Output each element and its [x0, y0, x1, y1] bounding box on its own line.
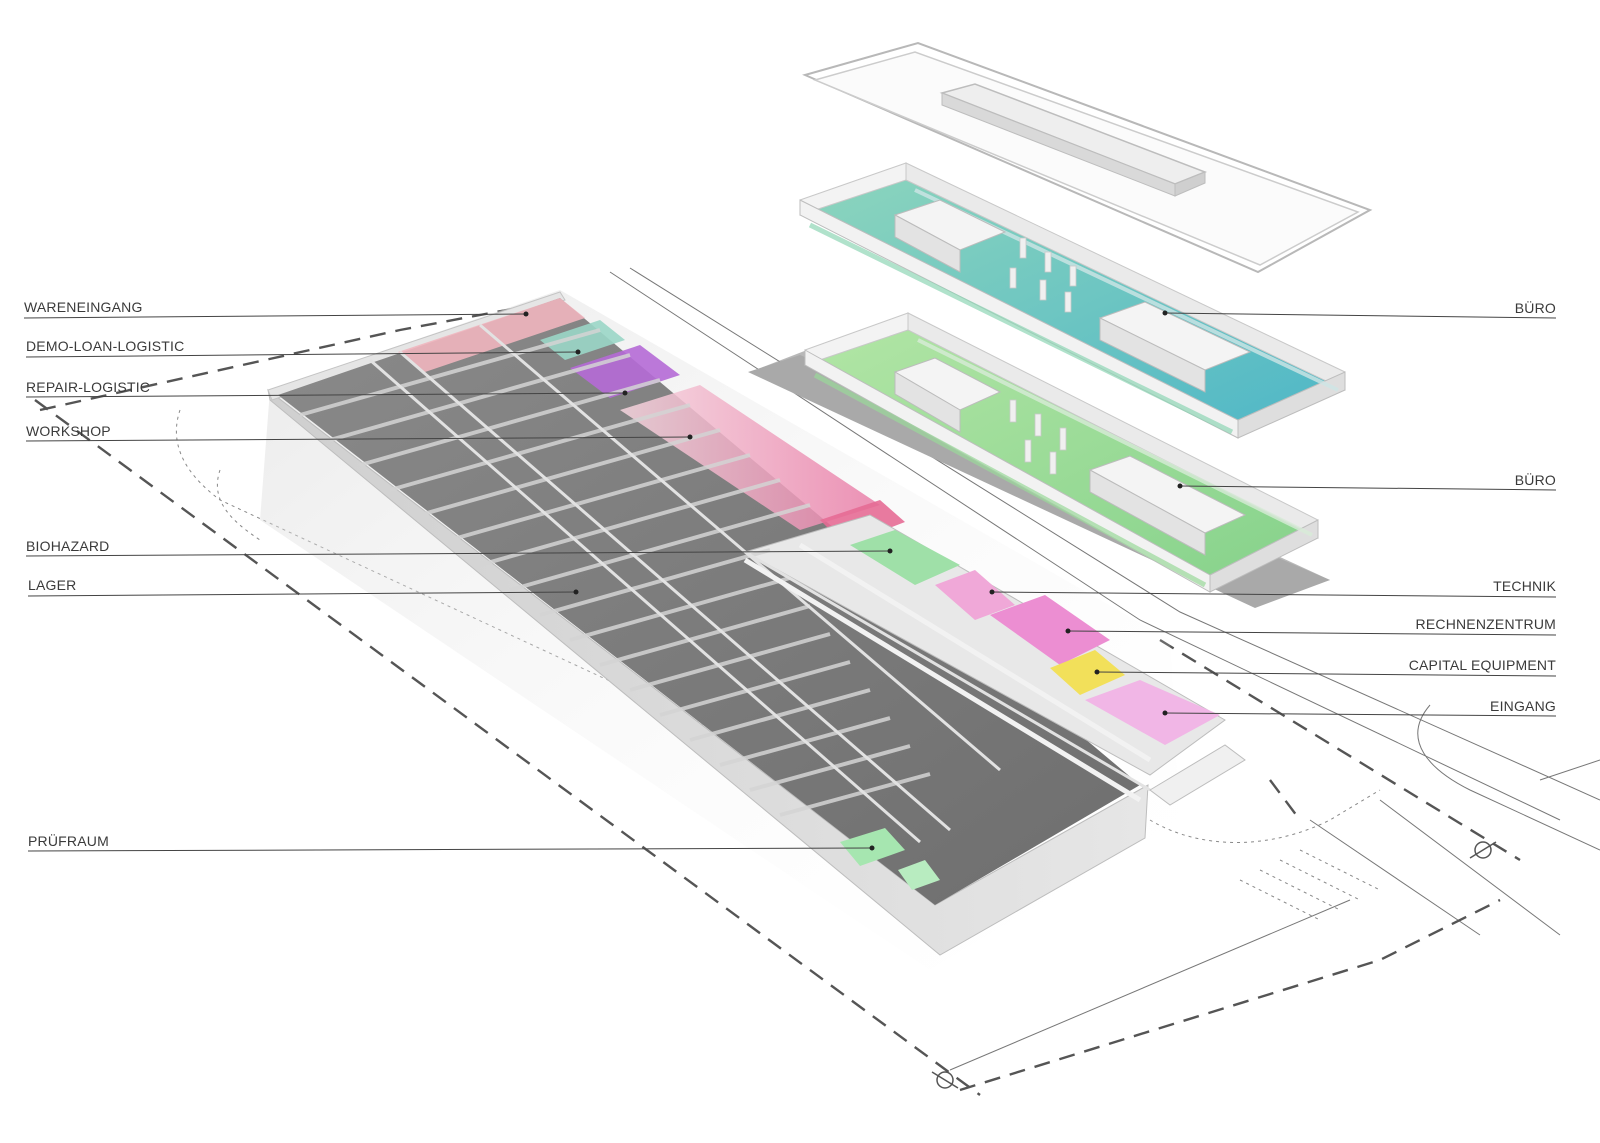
- label-technik-text: TECHNIK: [1493, 578, 1556, 594]
- label-eingang-text: EINGANG: [1490, 698, 1556, 714]
- label-biohazard-text: BIOHAZARD: [26, 538, 109, 554]
- label-eingang: EINGANG: [1162, 698, 1557, 717]
- label-buero-upper-text: BÜRO: [1515, 299, 1556, 316]
- label-buero-lower-text: BÜRO: [1515, 471, 1556, 488]
- label-technik: TECHNIK: [989, 578, 1556, 598]
- label-demo-loan-text: DEMO-LOAN-LOGISTIC: [26, 338, 184, 354]
- label-rechnenzentrum: RECHNENZENTRUM: [1065, 616, 1557, 636]
- ground-floor-warehouse: [267, 291, 1246, 956]
- label-pruefraum: PRÜFRAUM: [27, 832, 875, 852]
- left-labels: WARENEINGANG DEMO-LOAN-LOGISTIC REPAIR-L…: [23, 299, 893, 852]
- label-repair: REPAIR-LOGISTIC: [25, 379, 628, 398]
- label-biohazard: BIOHAZARD: [25, 538, 893, 557]
- label-wareneingang: WARENEINGANG: [23, 299, 529, 319]
- label-demo-loan: DEMO-LOAN-LOGISTIC: [25, 338, 581, 358]
- label-lager-text: LAGER: [28, 577, 76, 593]
- label-buero-lower: BÜRO: [1177, 471, 1557, 491]
- label-rechnenzentrum-text: RECHNENZENTRUM: [1416, 616, 1556, 632]
- label-wareneingang-text: WARENEINGANG: [24, 299, 143, 315]
- lower-office-floor: [748, 312, 1330, 608]
- label-lager: LAGER: [27, 577, 579, 597]
- upper-office-floor: [799, 162, 1346, 439]
- label-capital-equipment: CAPITAL EQUIPMENT: [1094, 657, 1557, 677]
- survey-marker-icon: [1469, 841, 1497, 859]
- label-buero-upper: BÜRO: [1162, 299, 1557, 319]
- label-pruefraum-text: PRÜFRAUM: [28, 832, 109, 849]
- label-repair-text: REPAIR-LOGISTIC: [26, 379, 150, 395]
- roof-level: [802, 41, 1373, 274]
- label-workshop-text: WORKSHOP: [26, 423, 111, 439]
- survey-marker-icon: [931, 1071, 959, 1089]
- label-capital-equipment-text: CAPITAL EQUIPMENT: [1409, 657, 1557, 673]
- right-labels: BÜRO BÜRO TECHNIK RECHNENZENTRUM CAPITAL…: [989, 299, 1557, 717]
- label-workshop: WORKSHOP: [25, 423, 693, 442]
